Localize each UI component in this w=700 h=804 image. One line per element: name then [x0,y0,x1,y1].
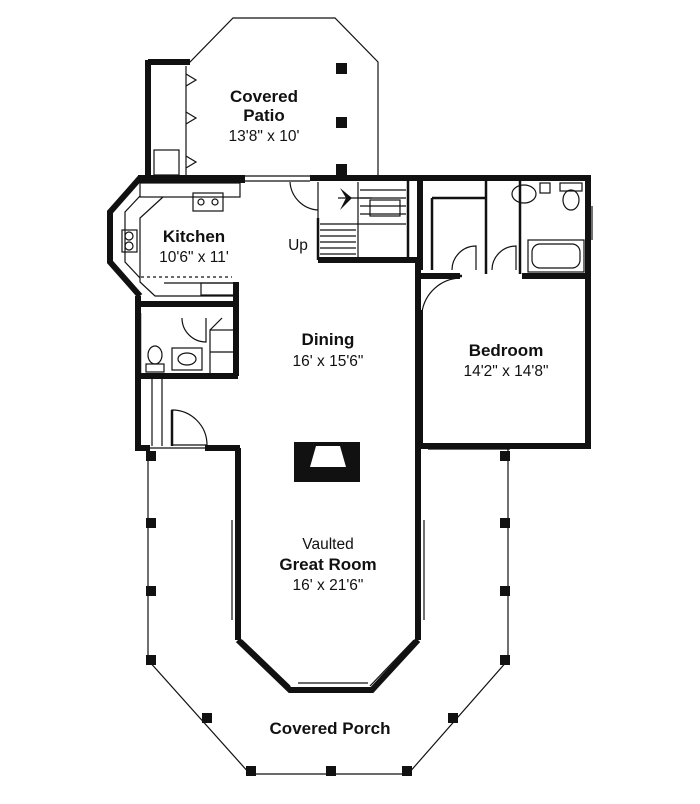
great-room-size: 16' x 21'6" [293,577,364,594]
stairs: Up [288,180,420,263]
great-room-name-line2: Great Room [279,555,376,574]
porch-post [500,518,510,528]
powder-bath [138,313,238,446]
covered-patio [145,17,379,178]
porch-post [246,766,256,776]
porch-post [500,655,510,665]
great-room [231,260,425,693]
kitchen-size: 10'6" x 11' [159,249,229,266]
great-room-name-line1: Vaulted [302,536,353,553]
bedroom [420,180,593,279]
porch-post [500,451,510,461]
patio-name-line2: Patio [243,106,285,125]
porch-post [326,766,336,776]
porch-post [202,713,212,723]
porch-post [500,586,510,596]
dining-size: 16' x 15'6" [293,353,364,370]
patio-post [336,164,347,175]
patio-post [336,63,347,74]
stairs-up-label: Up [288,237,308,254]
porch-name: Covered Porch [270,719,391,738]
dining-walls [417,178,462,448]
porch-post [448,713,458,723]
patio-name-line1: Covered [230,87,298,106]
kitchen [121,182,241,376]
porch-post [146,451,156,461]
porch-post [146,586,156,596]
kitchen-name: Kitchen [163,227,225,246]
dining-name: Dining [302,330,355,349]
bedroom-name: Bedroom [469,341,544,360]
porch-post [146,518,156,528]
bedroom-size: 14'2" x 14'8" [463,363,548,380]
exterior-walls [107,175,591,451]
covered-porch [146,447,510,776]
porch-post [402,766,412,776]
patio-size: 13'8" x 10' [229,128,300,145]
patio-post [336,117,347,128]
porch-post [146,655,156,665]
